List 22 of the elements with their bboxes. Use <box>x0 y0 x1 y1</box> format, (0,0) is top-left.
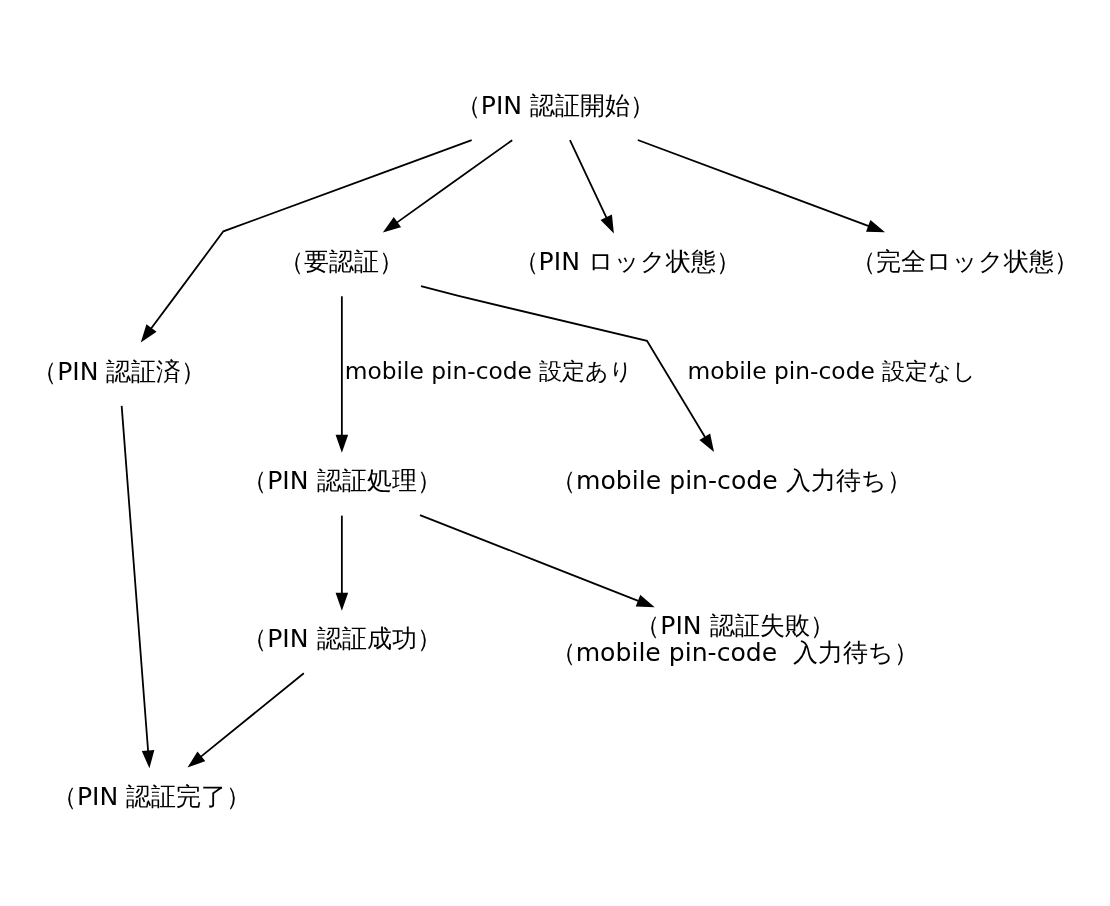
node-text: （PIN 認証済） <box>32 356 207 386</box>
node-text: （PIN 認証処理） <box>242 466 442 496</box>
arrow <box>419 514 655 608</box>
node-text: （完全ロック状態） <box>850 247 1079 277</box>
arrow <box>569 139 614 234</box>
node-text: （mobile pin-code 入力待ち） <box>551 466 912 496</box>
arrow <box>636 139 886 233</box>
arrow <box>382 139 514 233</box>
node-text: （PIN 認証成功） <box>242 624 442 654</box>
arrow <box>335 514 349 611</box>
arrow <box>120 405 155 769</box>
edge-label: mobile pin-code 設定なし <box>687 357 977 386</box>
edge-label: mobile pin-code 設定あり <box>344 357 634 386</box>
arrow <box>140 139 473 343</box>
node-text: （要認証） <box>279 247 405 277</box>
arrow <box>187 672 305 768</box>
node-text: （PIN 認証失敗） （mobile pin-code 入力待ち） <box>550 610 920 667</box>
arrow <box>335 295 349 453</box>
node-text: （PIN 認証完了） <box>51 782 252 812</box>
node-text: （PIN 認証開始） <box>455 91 656 121</box>
node-text: （PIN ロック状態） <box>513 247 741 277</box>
arrow <box>420 285 715 453</box>
